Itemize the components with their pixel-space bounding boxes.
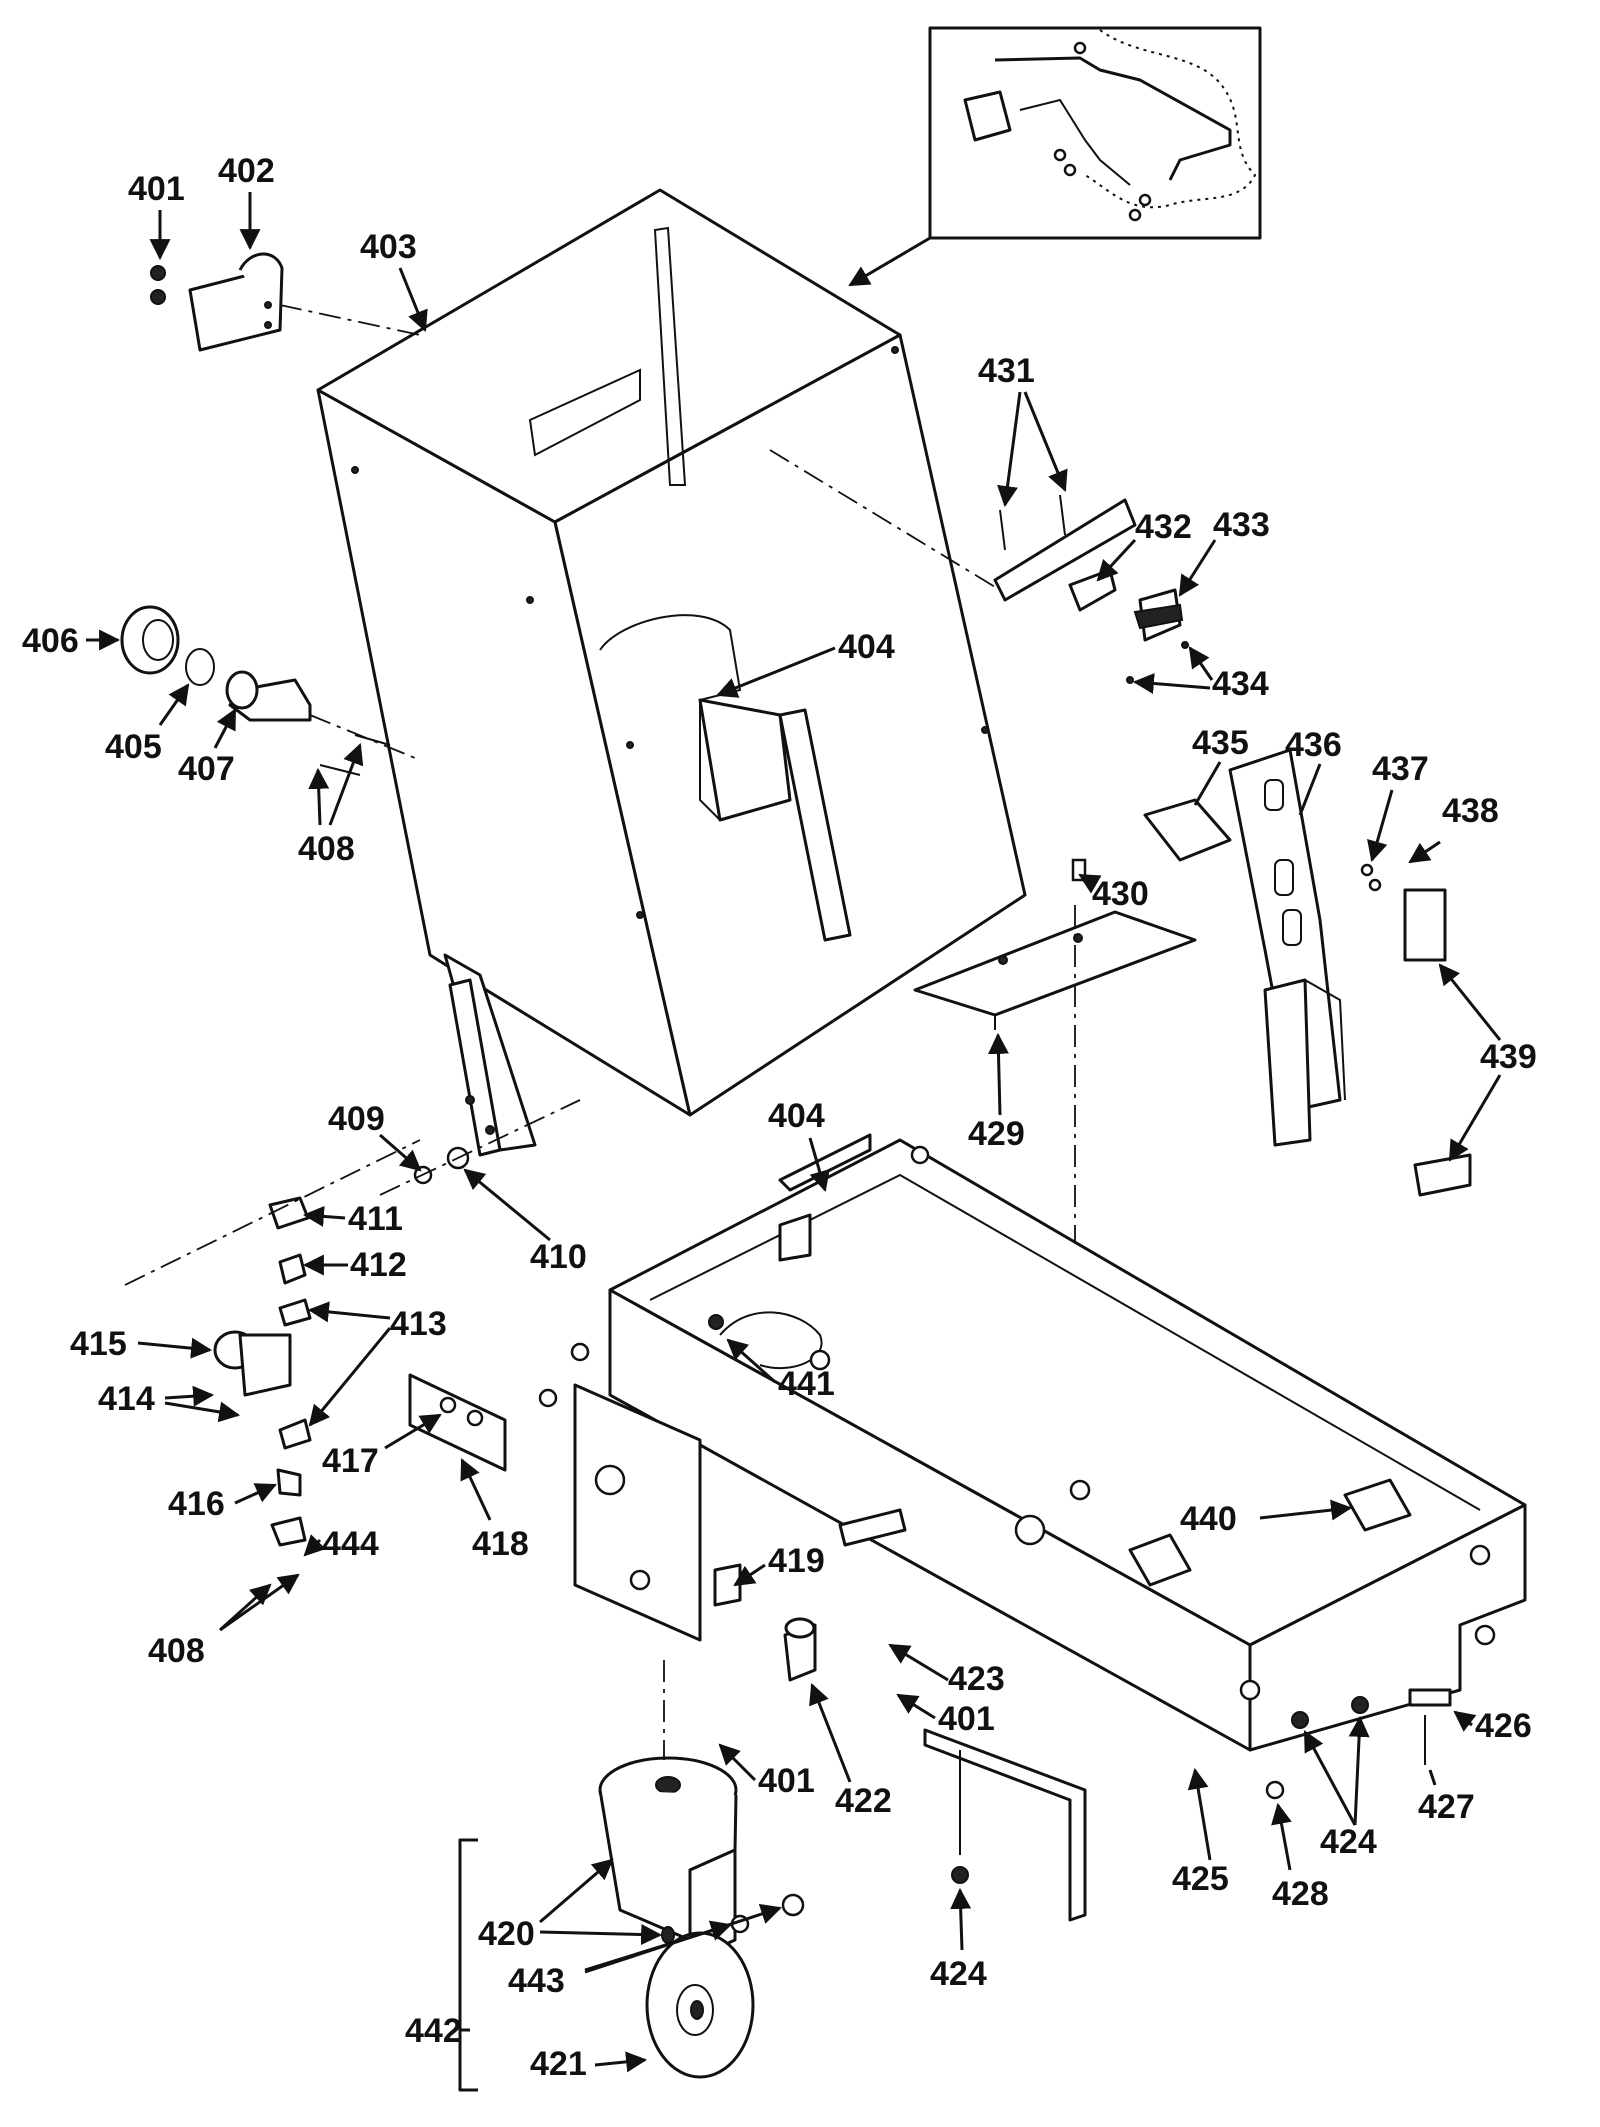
label-425: 425 (1172, 1860, 1229, 1898)
label-435: 435 (1192, 724, 1249, 762)
label-441: 441 (778, 1365, 835, 1403)
inset-detail (848, 26, 1262, 287)
label-415: 415 (70, 1325, 127, 1363)
label-413: 413 (390, 1305, 447, 1343)
label-440: 440 (1180, 1500, 1237, 1538)
label-416: 416 (168, 1485, 225, 1523)
label-401c: 401 (938, 1700, 995, 1738)
label-443: 443 (508, 1962, 565, 2000)
label-410: 410 (530, 1238, 587, 1276)
label-439: 439 (1480, 1038, 1537, 1076)
callouts: 401 402 403 406 405 407 408 404 431 432 … (22, 152, 1537, 2083)
label-438: 438 (1442, 792, 1499, 830)
label-423: 423 (948, 1660, 1005, 1698)
label-404b: 404 (768, 1097, 825, 1135)
label-432: 432 (1135, 508, 1192, 546)
label-436: 436 (1285, 726, 1342, 764)
label-424a: 424 (930, 1955, 987, 1993)
label-444: 444 (322, 1525, 379, 1563)
label-428: 428 (1272, 1875, 1329, 1913)
label-414: 414 (98, 1380, 155, 1418)
label-427: 427 (1418, 1788, 1475, 1826)
label-408a: 408 (298, 830, 355, 868)
side-bracket (1143, 748, 1472, 1197)
label-401a: 401 (128, 170, 185, 208)
label-412: 412 (350, 1246, 407, 1284)
handle-weldment (316, 188, 1027, 1157)
label-418: 418 (472, 1525, 529, 1563)
label-403: 403 (360, 228, 417, 266)
label-430: 430 (1092, 875, 1149, 913)
label-406: 406 (22, 622, 79, 660)
label-422: 422 (835, 1782, 892, 1820)
label-419: 419 (768, 1542, 825, 1580)
label-426: 426 (1475, 1707, 1532, 1745)
frame-hardware (663, 1508, 1452, 1922)
label-420: 420 (478, 1915, 535, 1953)
label-434: 434 (1212, 665, 1269, 703)
label-402: 402 (218, 152, 275, 190)
label-433: 433 (1213, 506, 1270, 544)
label-417: 417 (322, 1442, 379, 1480)
label-407: 407 (178, 750, 235, 788)
label-431: 431 (978, 352, 1035, 390)
caster-hardware (124, 1099, 590, 1547)
foot-plate (913, 858, 1197, 1340)
label-411: 411 (348, 1200, 403, 1238)
label-429: 429 (968, 1115, 1025, 1153)
label-409: 409 (328, 1100, 385, 1138)
label-442: 442 (405, 2012, 462, 2050)
knob-assembly (120, 605, 421, 776)
label-421: 421 (530, 2045, 587, 2083)
label-405: 405 (105, 728, 162, 766)
label-408b: 408 (148, 1632, 205, 1670)
label-437: 437 (1372, 750, 1429, 788)
label-424b: 424 (1320, 1823, 1377, 1861)
base-frame (573, 1133, 1527, 1752)
label-404a: 404 (838, 628, 895, 666)
clamp-bracket (150, 252, 421, 352)
label-401b: 401 (758, 1762, 815, 1800)
